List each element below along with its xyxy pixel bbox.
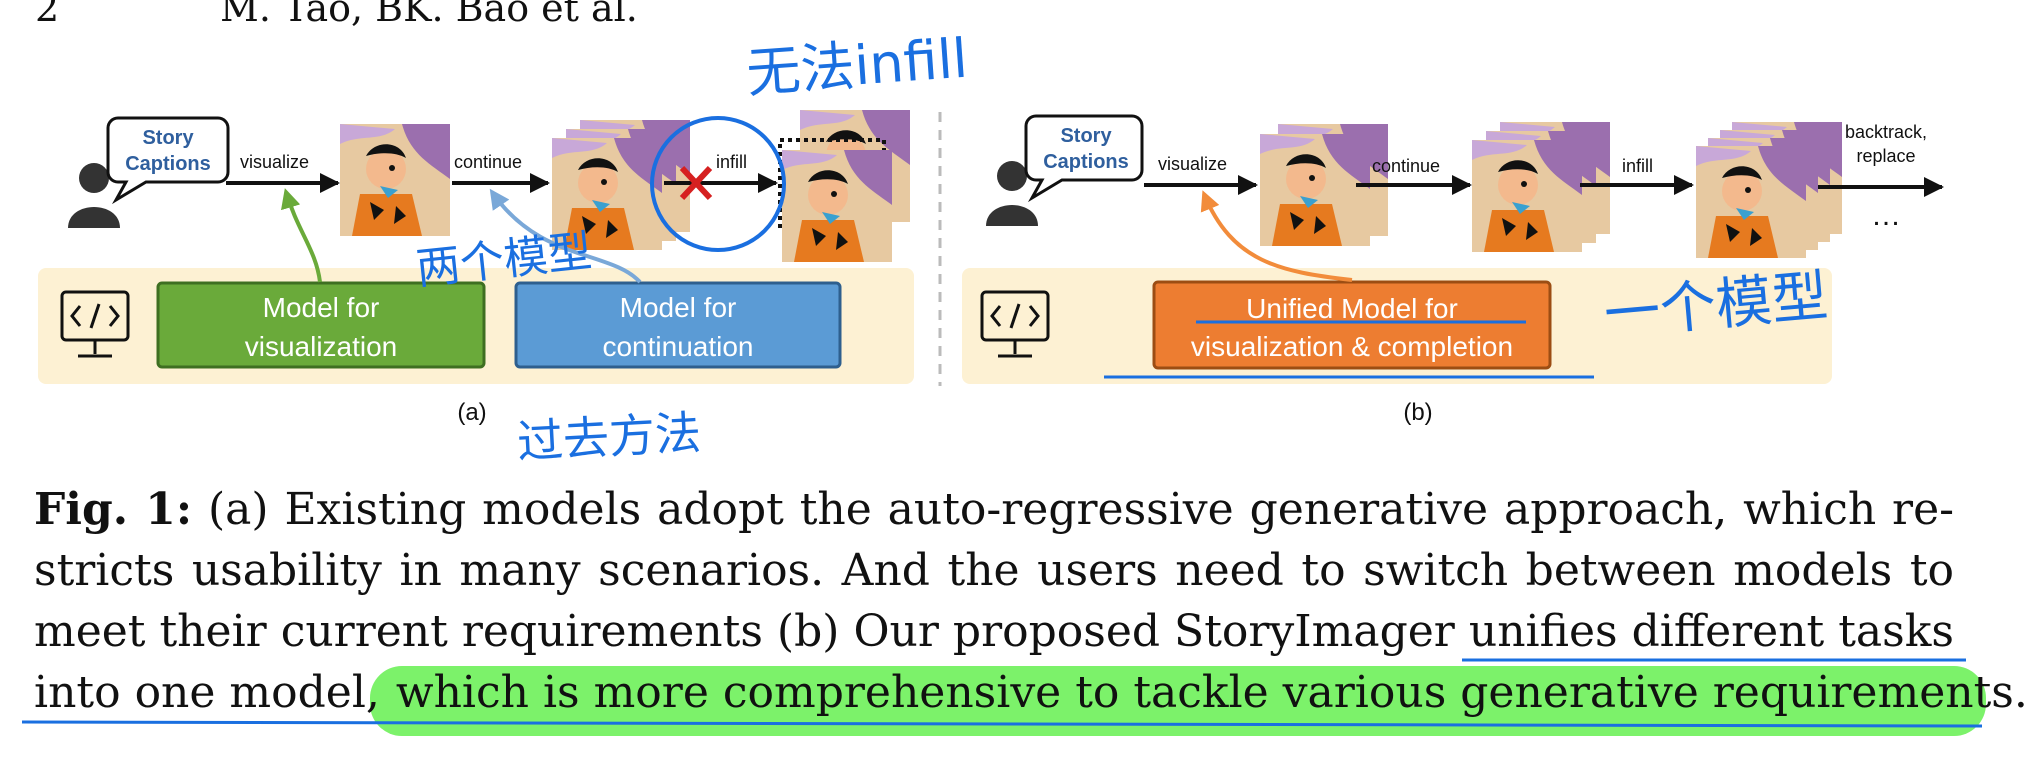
caption-label: Fig. 1: xyxy=(34,484,193,535)
panel-b: Story Captions visualize continue infill… xyxy=(962,114,1944,426)
model-visualization-line2: visualization xyxy=(245,331,398,362)
model-continuation-line1: Model for xyxy=(620,292,737,323)
model-visualization-line1: Model for xyxy=(263,292,380,323)
code-monitor-icon xyxy=(60,290,130,358)
caption-green-highlight xyxy=(370,666,1986,736)
caption-line-1: Fig. 1: (a) Existing models adopt the au… xyxy=(34,482,1954,538)
caption-line-3: meet their current requirements (b) Our … xyxy=(34,606,1954,657)
visualize-label-b: visualize xyxy=(1158,154,1227,174)
visualize-label: visualize xyxy=(240,152,309,172)
annotation-no-infill: 无法infill xyxy=(745,27,970,105)
story-captions-label-line2: Captions xyxy=(125,153,211,175)
continue-label: continue xyxy=(454,152,522,172)
header-authors: M. Tao, BK. Bao et al. xyxy=(220,0,638,30)
caption-line4-a: into one model, xyxy=(34,667,380,718)
story-captions-b-line2: Captions xyxy=(1043,151,1129,173)
infill-label: infill xyxy=(716,152,747,172)
backtrack-label-line1: backtrack, xyxy=(1845,122,1927,142)
unified-model-box xyxy=(1152,280,1552,370)
caption-underline-2 xyxy=(21,720,1983,728)
model-continuation-box xyxy=(514,281,842,369)
caption-line-4: into one model, which is more comprehensi… xyxy=(34,665,2028,721)
red-x-icon xyxy=(679,165,713,201)
backtrack-label-line2: replace xyxy=(1856,146,1915,166)
unified-model-line2: visualization & completion xyxy=(1191,331,1513,362)
user-icon xyxy=(68,163,120,228)
panel-a-sublabel: (a) xyxy=(457,399,486,426)
dotted-frame-stack xyxy=(778,110,910,262)
figure-1: Story Captions visualize continue infill xyxy=(38,27,1944,469)
continue-label-b: continue xyxy=(1372,156,1440,176)
panel-a: Story Captions visualize continue infill xyxy=(38,110,914,426)
caption-line1-text: (a) Existing models adopt the auto-regre… xyxy=(208,484,1954,535)
panel-b-sublabel: (b) xyxy=(1403,399,1432,426)
caption-line-2: stricts usability in many scenarios. And… xyxy=(34,545,1954,596)
story-captions-bubble: Story Captions xyxy=(106,116,230,205)
model-continuation-line2: continuation xyxy=(602,331,753,362)
orange-feedback-arrow xyxy=(1200,190,1353,282)
unified-model-line1: Unified Model for xyxy=(1246,293,1458,324)
story-captions-b-line1: Story xyxy=(1060,125,1112,147)
running-header: 2 M. Tao, BK. Bao et al. xyxy=(35,0,638,30)
infill-label-b: infill xyxy=(1622,156,1653,176)
blue-feedback-arrow xyxy=(489,188,642,284)
model-visualization-box xyxy=(156,281,486,369)
story-captions-bubble-b: Story Captions xyxy=(1024,114,1144,203)
green-feedback-arrow xyxy=(281,188,322,283)
story-captions-label-line1: Story xyxy=(142,127,194,149)
page-number: 2 xyxy=(35,0,60,30)
caption-line4-b: which is more comprehensive to tackle va… xyxy=(395,667,2028,718)
user-icon-b xyxy=(986,161,1038,226)
annotation-circle xyxy=(650,116,786,252)
ellipsis: … xyxy=(1871,199,1901,232)
annotation-past-methods: 过去方法 xyxy=(516,405,703,469)
code-monitor-icon-b xyxy=(980,290,1050,358)
